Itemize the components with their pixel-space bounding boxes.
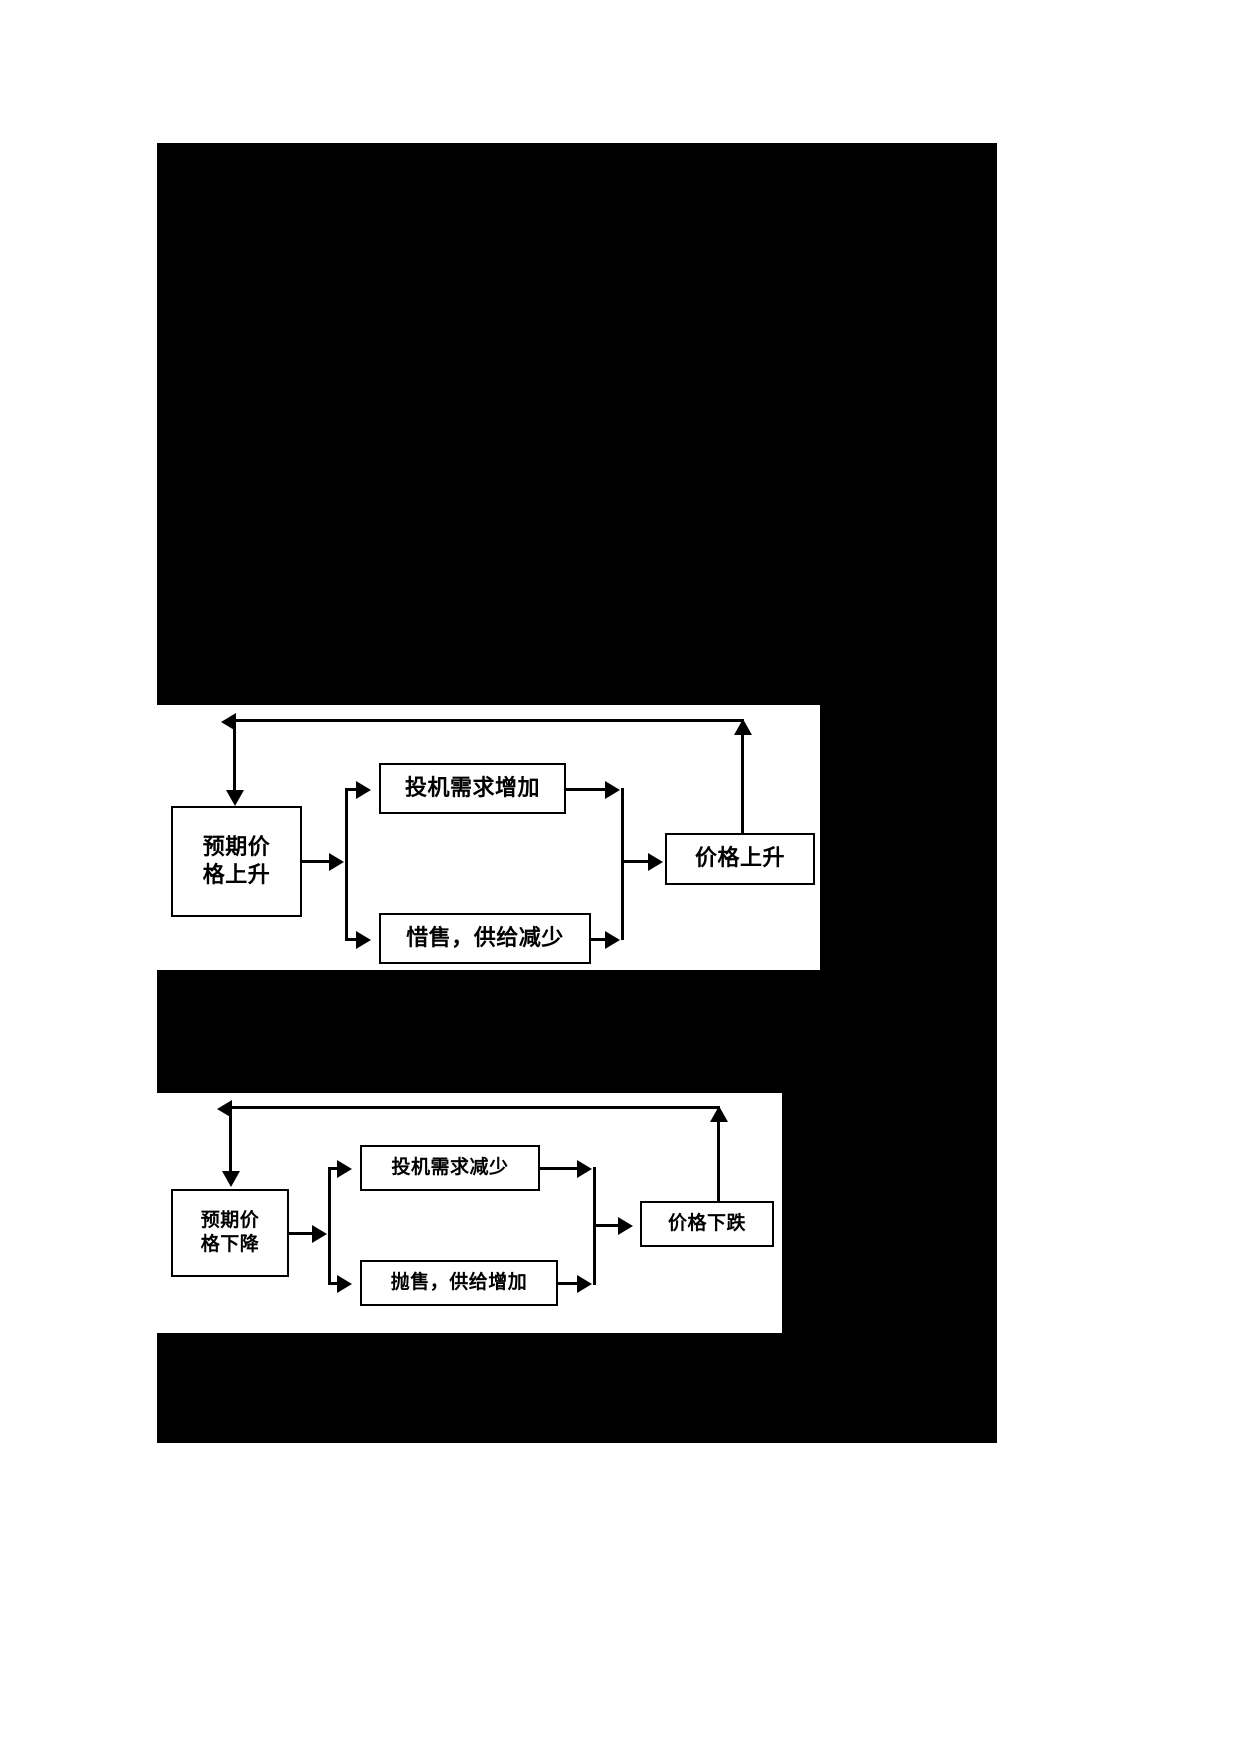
d1-src-out-rail: [302, 860, 330, 863]
d2-bottom-merge-arrow: [577, 1275, 592, 1293]
box-hoarding-supply-decrease: 惜售，供给减少: [379, 913, 591, 964]
d1-feedback-arrow-up: [734, 719, 752, 735]
d2-feedback-arrow-left: [217, 1100, 232, 1118]
d2-bottom-arrow: [337, 1275, 352, 1293]
d1-feedback-drop: [233, 719, 236, 791]
d1-bottom-arrow: [356, 931, 371, 949]
d1-top-merge-rail: [566, 788, 606, 791]
d1-top-merge-arrow: [605, 781, 620, 799]
d1-feedback-arrow-down: [226, 790, 244, 806]
box-price-fall: 价格下跌: [640, 1201, 774, 1247]
box-selloff-supply-increase: 抛售，供给增加: [360, 1260, 558, 1306]
flow-diagram-expected-price-fall: 预期价 格下降 投机需求减少 抛售，供给增加 价格下跌: [157, 1093, 782, 1333]
d1-src-out-arrow: [329, 853, 344, 871]
d2-feedback-arrow-up: [710, 1106, 728, 1122]
d1-top-rail: [345, 788, 357, 791]
d1-merge-bus: [621, 788, 624, 940]
d2-split-bus: [328, 1167, 331, 1285]
d1-bottom-merge-rail: [591, 938, 606, 941]
box-expected-price-fall: 预期价 格下降: [171, 1189, 289, 1277]
box-price-rise: 价格上升: [665, 833, 815, 885]
d2-top-rail: [328, 1167, 338, 1170]
d2-result-rail: [593, 1224, 619, 1227]
d1-top-arrow: [356, 781, 371, 799]
d2-top-merge-rail: [540, 1167, 578, 1170]
d2-feedback-top-rail: [231, 1106, 719, 1109]
box-expected-price-rise: 预期价 格上升: [171, 806, 302, 917]
d2-bottom-merge-rail: [558, 1282, 578, 1285]
d2-feedback-arrow-down: [222, 1171, 240, 1187]
d1-feedback-arrow-left: [221, 713, 236, 731]
d1-feedback-top-rail: [235, 719, 743, 722]
box-speculative-demand-decrease: 投机需求减少: [360, 1145, 540, 1191]
d2-src-out-rail: [289, 1232, 313, 1235]
d1-result-rail: [621, 860, 649, 863]
box-speculative-demand-increase: 投机需求增加: [379, 763, 566, 814]
d2-top-merge-arrow: [577, 1160, 592, 1178]
d1-bottom-merge-arrow: [605, 931, 620, 949]
d1-feedback-riser: [741, 719, 744, 837]
d2-feedback-drop: [229, 1106, 232, 1172]
d2-top-arrow: [337, 1160, 352, 1178]
d1-split-bus: [345, 788, 348, 940]
d1-bottom-rail: [345, 938, 357, 941]
d2-bottom-rail: [328, 1282, 338, 1285]
d2-src-out-arrow: [312, 1225, 327, 1243]
d2-feedback-riser: [717, 1106, 720, 1206]
flow-diagram-expected-price-rise: 预期价 格上升 投机需求增加 惜售，供给减少 价格上升: [157, 705, 820, 970]
d1-result-arrow: [648, 853, 663, 871]
d2-result-arrow: [618, 1217, 633, 1235]
